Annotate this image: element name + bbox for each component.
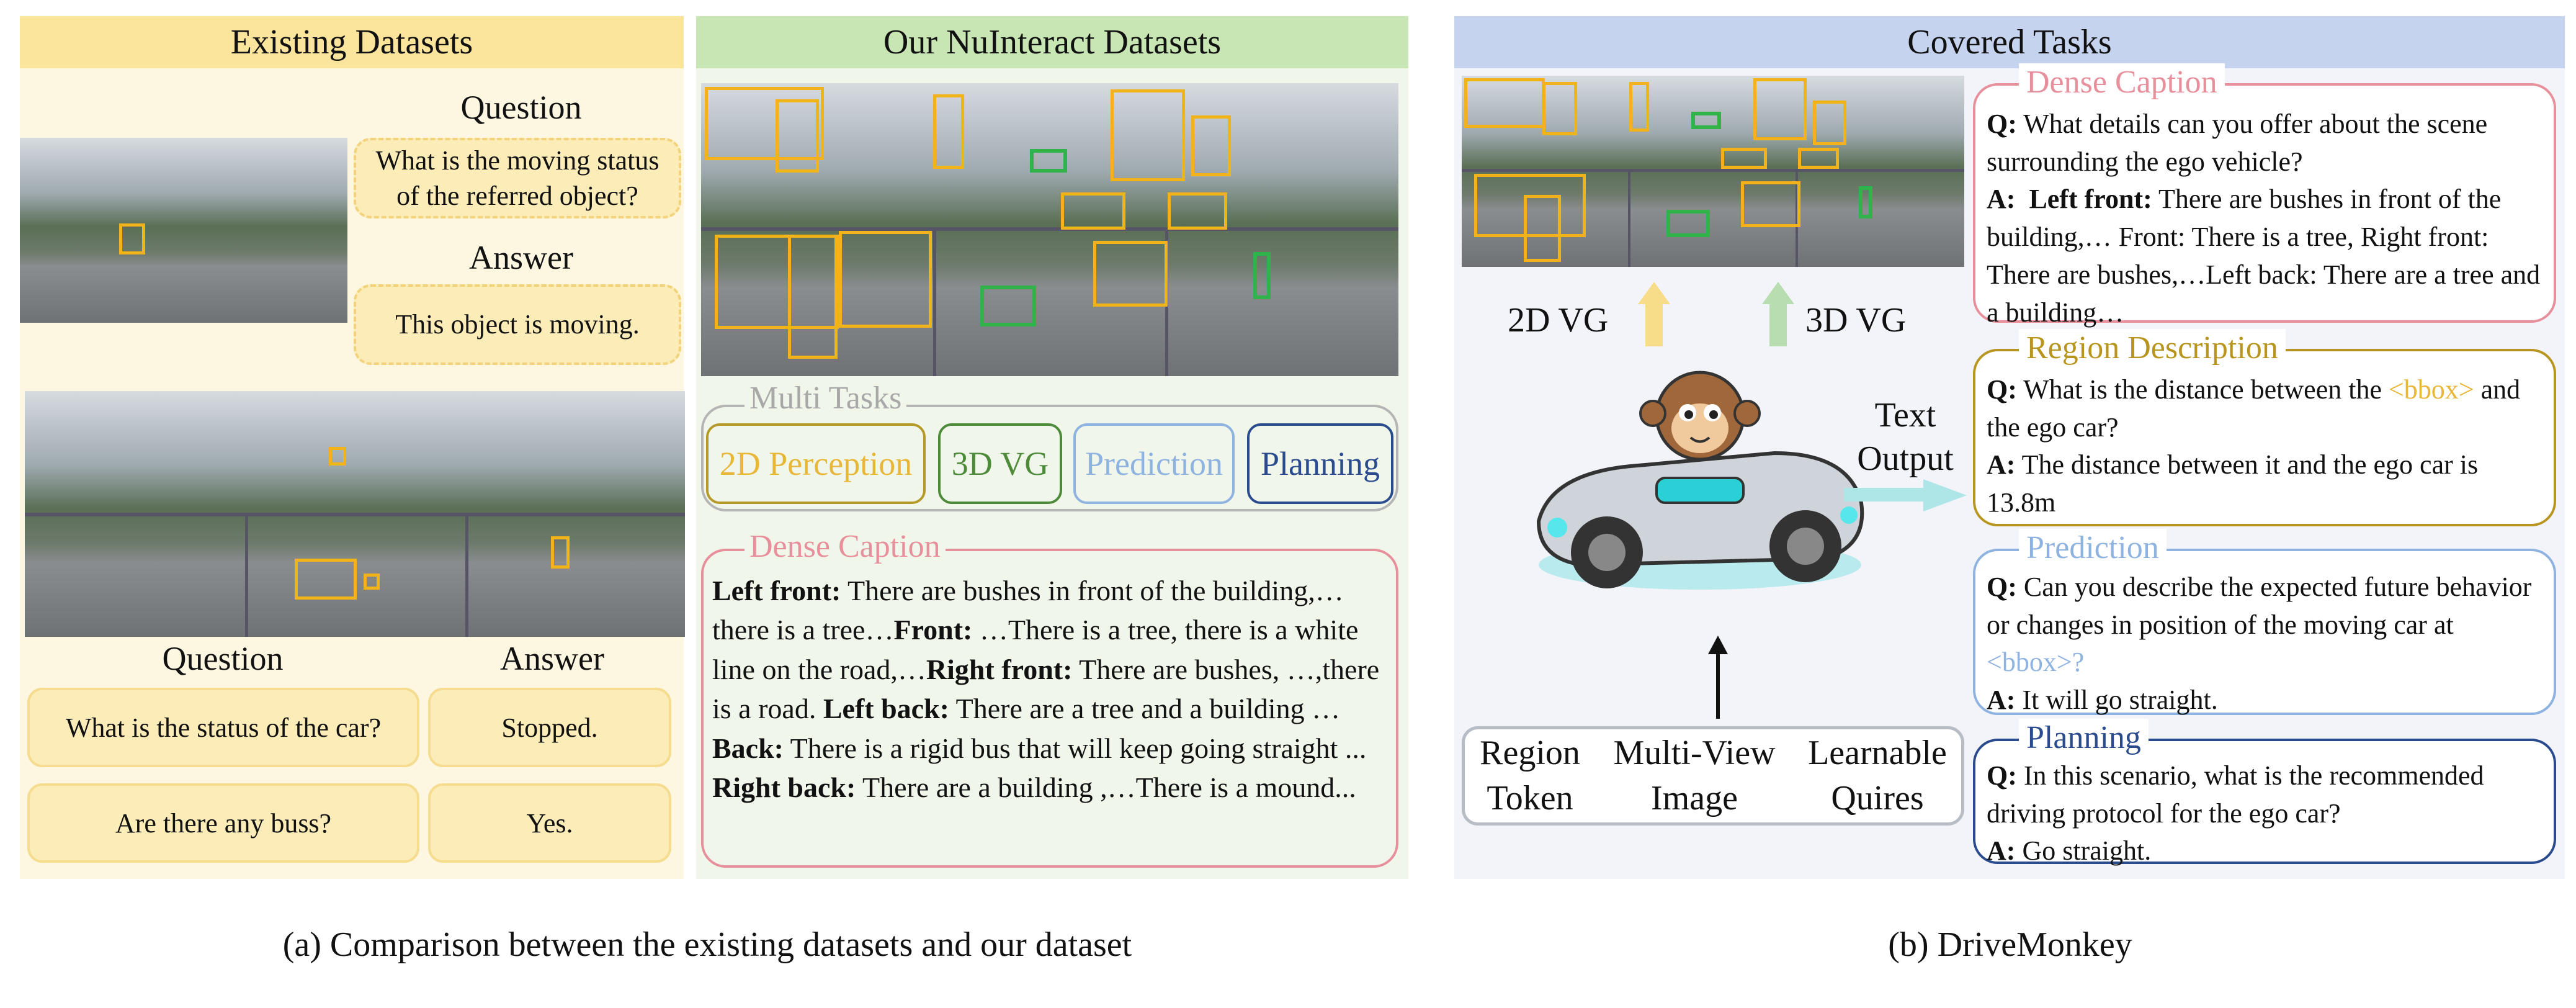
question-bubble: What is the moving status of the referre… [354, 138, 681, 218]
text-output-label: Text Output [1857, 396, 1954, 478]
prediction-a: It will go straight. [2015, 685, 2218, 716]
region-q-prefix: Q: [1987, 374, 2017, 405]
dense-caption-task-title: Dense Caption [2019, 63, 2225, 102]
caption-a: (a) Comparison between the existing data… [282, 925, 1132, 964]
input-region-token: Region Token [1480, 734, 1580, 817]
task-planning: Planning [1247, 423, 1393, 504]
nuinteract-multi-view-image [701, 83, 1398, 376]
existing-single-view-image [20, 138, 347, 323]
region-q-before: What is the distance between the [2016, 374, 2389, 405]
planning-title: Planning [2019, 719, 2149, 757]
dense-a-prefix: A: [1987, 184, 2016, 215]
input-multi-view-image: Multi-View Image [1613, 734, 1776, 817]
region-description-panel: Region Description Q: What is the distan… [1973, 329, 2556, 526]
dense-a: There are bushes in front of the buildin… [1987, 184, 2541, 328]
dense-caption-view-label: Right front: [926, 653, 1073, 685]
task-3d-vg: 3D VG [938, 423, 1062, 504]
qa-row-2-answer: Yes. [428, 783, 671, 863]
region-a-prefix: A: [1987, 449, 2016, 480]
task-prediction: Prediction [1073, 423, 1235, 504]
dense-caption-segment: There are bushes in front of the buildin… [712, 575, 1344, 646]
qa-row-1-answer: Stopped. [428, 688, 671, 767]
up-arrow-2d-shaft [1645, 303, 1663, 346]
question-column-label: Question [162, 640, 284, 677]
dense-q: What details can you offer about the sce… [1987, 109, 2488, 177]
dense-caption-task-panel: Dense Caption Q: What details can you of… [1973, 63, 2556, 328]
prediction-title: Prediction [2019, 529, 2167, 567]
text-output-arrow-shaft [1844, 488, 1925, 502]
question-label: Question [460, 89, 582, 126]
dense-caption-view-label: Back: [712, 732, 784, 764]
qa-row-1-question: What is the status of the car? [27, 688, 419, 767]
prediction-bbox-token: <bbox>? [1987, 647, 2085, 678]
dense-caption-view-label: Left front: [712, 575, 841, 606]
dense-caption-view-label: Left back: [823, 693, 949, 725]
up-arrow-2d-icon [1638, 282, 1670, 304]
region-q-after: and the ego car? [1987, 374, 2521, 443]
dense-caption-segment: There are a building ,…There is a mound.… [856, 772, 1356, 804]
prediction-panel: Prediction Q: Can you describe the expec… [1973, 529, 2556, 716]
prediction-a-prefix: A: [1987, 685, 2016, 716]
text-output-arrow-icon [1923, 479, 1967, 511]
label-3d-vg: 3D VG [1805, 301, 1907, 340]
prediction-q-prefix: Q: [1987, 572, 2017, 602]
covered-multi-view-image [1462, 76, 1964, 267]
input-learnable-quires: Learnable Quires [1808, 734, 1947, 817]
dense-q-prefix: Q: [1987, 109, 2017, 139]
covered-tasks-header: Covered Tasks [1454, 16, 2565, 68]
answer-bubble: This object is moving. [354, 284, 681, 365]
dense-caption-label: Dense Caption [745, 528, 946, 566]
answer-column-label: Answer [500, 640, 604, 677]
input-arrow-shaft [1716, 650, 1720, 719]
planning-q-prefix: Q: [1987, 760, 2017, 791]
dense-a-bold: Left front: [2029, 184, 2152, 215]
dense-caption-segment: There is a rigid bus that will keep goin… [784, 732, 1367, 764]
existing-datasets-header: Existing Datasets [20, 16, 684, 68]
planning-panel: Planning Q: In this scenario, what is th… [1973, 719, 2556, 866]
multi-tasks-label: Multi Tasks [745, 380, 907, 417]
qa-row-2-question: Are there any buss? [27, 783, 419, 863]
region-description-title: Region Description [2019, 329, 2286, 367]
region-a: The distance between it and the ego car … [1987, 449, 2479, 518]
inputs-box: Region Token Multi-View Image Learnable … [1462, 726, 1964, 826]
nuinteract-header: Our NuInteract Datasets [696, 16, 1408, 68]
drive-monkey-icon [1536, 371, 1864, 590]
planning-q: In this scenario, what is the recommende… [1987, 760, 2484, 829]
label-2d-vg: 2D VG [1508, 301, 1609, 340]
dense-caption-frame [701, 549, 1398, 868]
caption-b: (b) DriveMonkey [1888, 925, 2132, 964]
up-arrow-3d-icon [1762, 282, 1794, 304]
dense-caption-segment: …There is a tree, there is a white line … [712, 614, 1359, 685]
multi-tasks-frame [701, 405, 1398, 511]
planning-a-prefix: A: [1987, 835, 2016, 866]
dense-caption-view-label: Front: [893, 614, 973, 646]
input-arrow-icon [1708, 636, 1728, 654]
dense-caption-segment: There are a tree and a building … [949, 693, 1341, 725]
prediction-q: Can you describe the expected future beh… [1987, 572, 2532, 640]
dense-caption-segment: There are bushes, …,there is a road. [712, 653, 1380, 725]
dense-caption-text: Left front: There are bushes in front of… [712, 571, 1392, 808]
planning-a: Go straight. [2015, 835, 2152, 866]
region-bbox-token: <bbox> [2388, 374, 2474, 405]
answer-label: Answer [469, 239, 573, 276]
task-2d-perception: 2D Perception [706, 423, 926, 504]
up-arrow-3d-shaft [1769, 303, 1787, 346]
existing-multi-view-image [25, 391, 685, 637]
dense-caption-view-label: Right back: [712, 772, 856, 804]
